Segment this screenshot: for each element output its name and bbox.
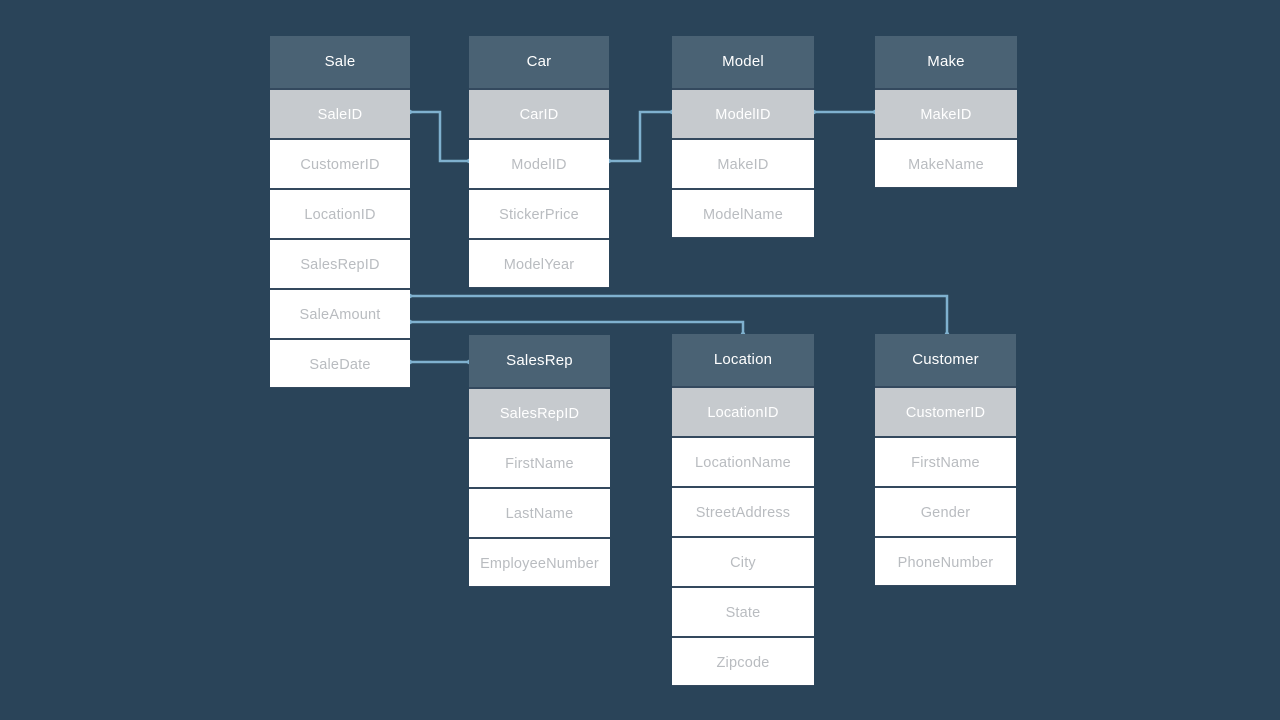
field-customer-phonenumber[interactable]: PhoneNumber: [875, 536, 1016, 586]
field-location-streetaddress[interactable]: StreetAddress: [672, 486, 814, 536]
connector-sale-car: [408, 110, 471, 163]
entity-title-salesrep: SalesRep: [469, 335, 610, 387]
connector-car-model: [607, 110, 674, 163]
field-salesrep-firstname[interactable]: FirstName: [469, 437, 610, 487]
field-customer-customerid[interactable]: CustomerID: [875, 386, 1016, 436]
field-sale-saleid[interactable]: SaleID: [270, 88, 410, 138]
field-car-stickerprice[interactable]: StickerPrice: [469, 188, 609, 238]
field-sale-saledate[interactable]: SaleDate: [270, 338, 410, 388]
field-make-makename[interactable]: MakeName: [875, 138, 1017, 188]
field-car-modelid[interactable]: ModelID: [469, 138, 609, 188]
field-salesrep-salesrepid[interactable]: SalesRepID: [469, 387, 610, 437]
field-car-modelyear[interactable]: ModelYear: [469, 238, 609, 288]
entity-title-location: Location: [672, 334, 814, 386]
entity-title-customer: Customer: [875, 334, 1016, 386]
connector-sale-location: [408, 320, 745, 336]
field-customer-firstname[interactable]: FirstName: [875, 436, 1016, 486]
field-salesrep-lastname[interactable]: LastName: [469, 487, 610, 537]
field-sale-locationid[interactable]: LocationID: [270, 188, 410, 238]
field-sale-salesrepid[interactable]: SalesRepID: [270, 238, 410, 288]
field-location-zipcode[interactable]: Zipcode: [672, 636, 814, 686]
field-make-makeid[interactable]: MakeID: [875, 88, 1017, 138]
field-salesrep-employeenumber[interactable]: EmployeeNumber: [469, 537, 610, 587]
entity-title-car: Car: [469, 36, 609, 88]
field-location-city[interactable]: City: [672, 536, 814, 586]
field-model-modelname[interactable]: ModelName: [672, 188, 814, 238]
field-location-locationid[interactable]: LocationID: [672, 386, 814, 436]
field-model-makeid[interactable]: MakeID: [672, 138, 814, 188]
field-customer-gender[interactable]: Gender: [875, 486, 1016, 536]
entity-title-sale: Sale: [270, 36, 410, 88]
entity-title-model: Model: [672, 36, 814, 88]
field-sale-customerid[interactable]: CustomerID: [270, 138, 410, 188]
entity-title-make: Make: [875, 36, 1017, 88]
field-sale-saleamount[interactable]: SaleAmount: [270, 288, 410, 338]
connector-sale-customer: [408, 294, 949, 336]
field-car-carid[interactable]: CarID: [469, 88, 609, 138]
field-location-state[interactable]: State: [672, 586, 814, 636]
field-model-modelid[interactable]: ModelID: [672, 88, 814, 138]
field-location-locationname[interactable]: LocationName: [672, 436, 814, 486]
